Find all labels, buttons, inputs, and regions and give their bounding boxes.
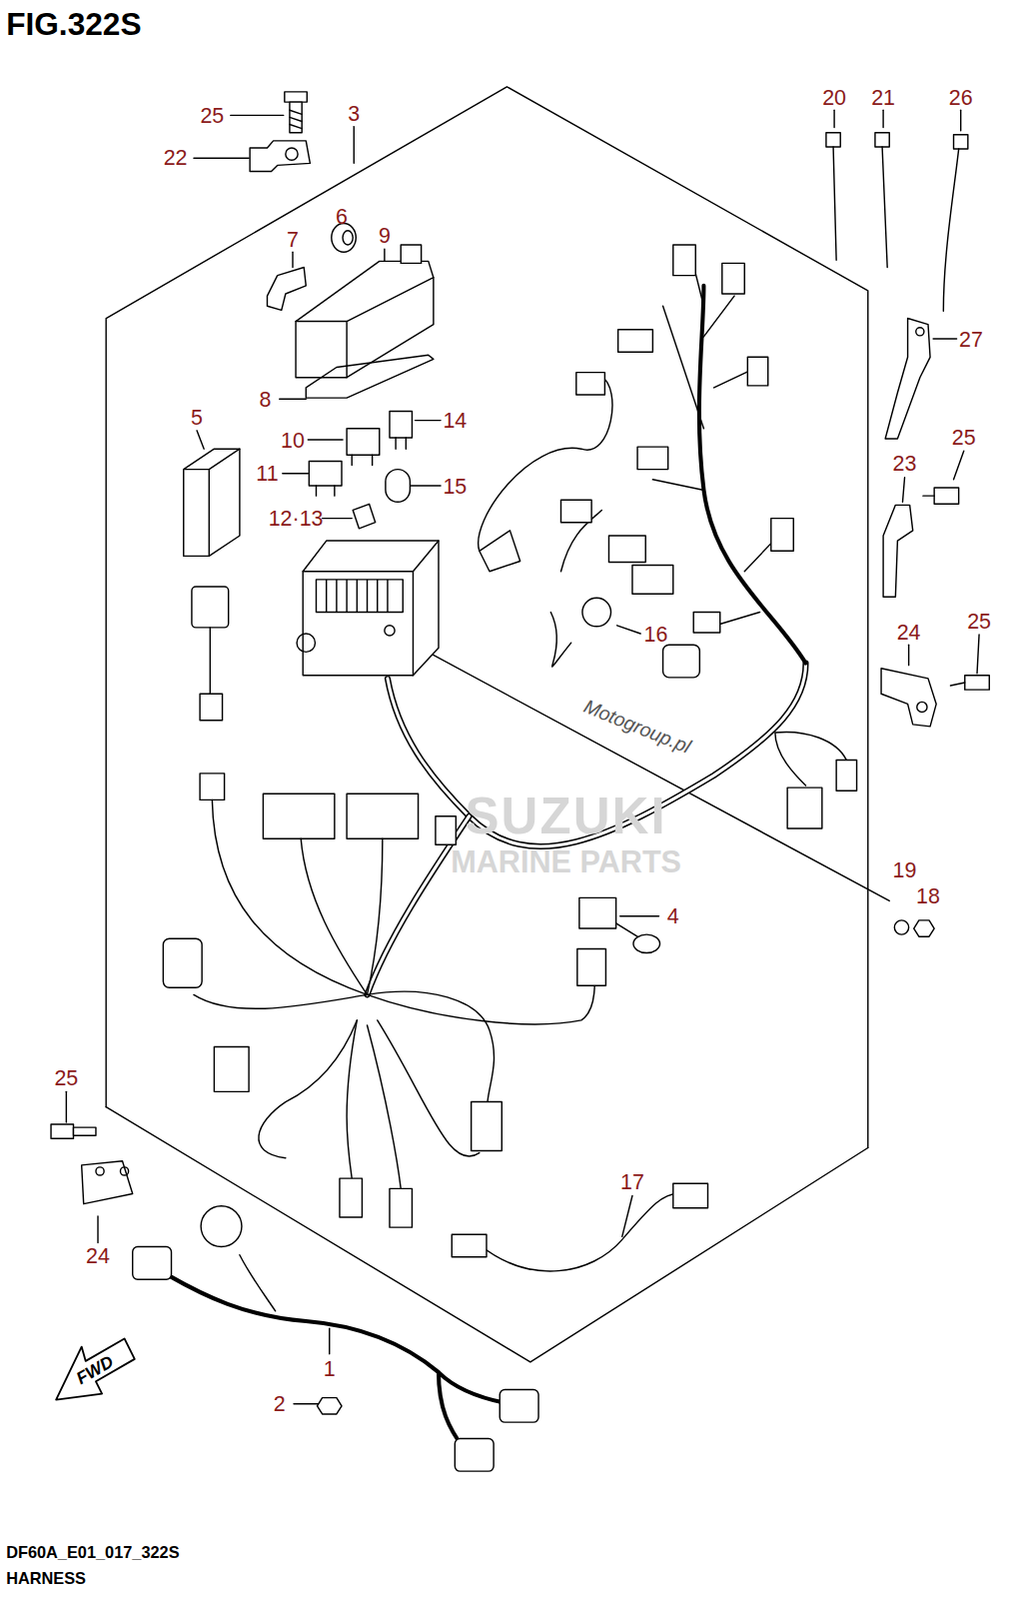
- callout-number: 14: [442, 409, 467, 431]
- callout-number: 10: [280, 428, 305, 450]
- callout-number: 2: [273, 1392, 286, 1414]
- callout-number: 3: [347, 102, 360, 124]
- callout-number: 8: [258, 387, 271, 409]
- watermark: Motogroup.pl: [581, 696, 694, 757]
- callout-number: 25: [53, 1065, 78, 1087]
- callout-number: 27: [959, 327, 984, 349]
- callout-number: 23: [893, 452, 918, 474]
- callout-number: 5: [190, 406, 203, 428]
- callout-number: 6: [335, 205, 348, 227]
- figure-title: FIG.322S: [5, 7, 141, 40]
- callout-number: 17: [620, 1169, 645, 1191]
- callout-number: 15: [442, 474, 467, 496]
- callout-number: 20: [822, 85, 847, 107]
- callout-number: 25: [952, 425, 977, 447]
- callout-number: 1: [323, 1356, 336, 1378]
- callout-number: 24: [85, 1244, 110, 1266]
- watermark: SUZUKI: [464, 790, 667, 842]
- callout-number: 19: [893, 859, 918, 881]
- callout-number: 21: [871, 85, 896, 107]
- callout-number: 22: [163, 145, 188, 167]
- watermark: MARINE PARTS: [450, 846, 682, 878]
- callout-number: 9: [378, 224, 391, 246]
- callout-number: 25: [199, 104, 224, 126]
- callout-number: 18: [916, 885, 941, 907]
- callout-number: 16: [644, 622, 669, 644]
- caption-text: HARNESS: [5, 1570, 86, 1587]
- callout-number: 25: [967, 610, 992, 632]
- callout-number: 12·13: [268, 507, 324, 529]
- callout-number: 7: [286, 227, 299, 249]
- callout-number: 24: [897, 620, 922, 642]
- callout-number: 4: [667, 905, 680, 927]
- caption-text: DF60A_E01_017_322S: [5, 1544, 179, 1561]
- callout-number: 11: [255, 462, 278, 484]
- callout-number: 26: [949, 85, 974, 107]
